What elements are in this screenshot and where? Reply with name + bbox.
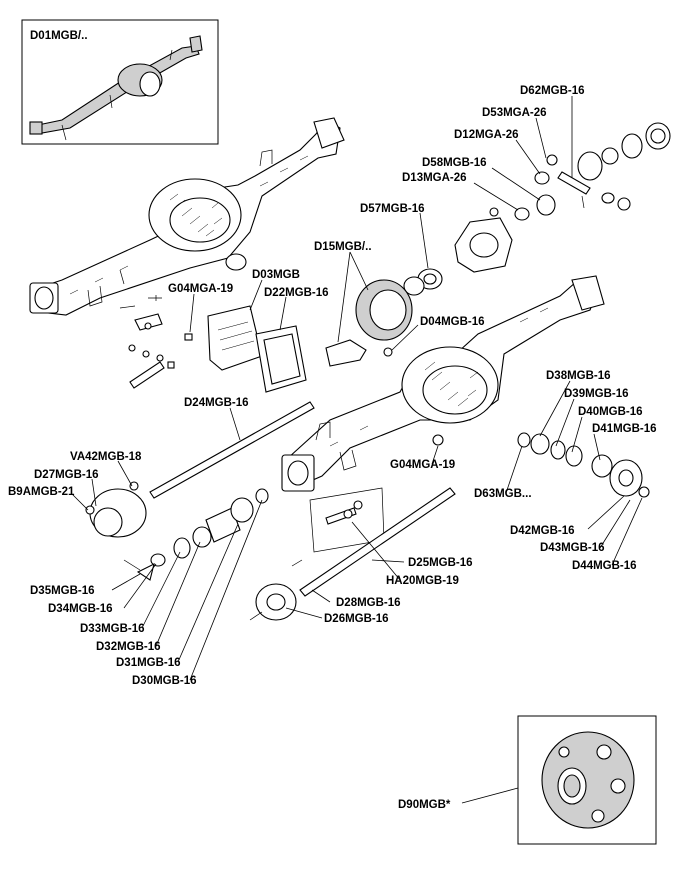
small-fixings xyxy=(119,295,175,389)
label-va42mgb-18: VA42MGB-18 xyxy=(70,451,142,463)
label-d33mgb-16: D33MGB-16 xyxy=(80,623,145,635)
differential-parts xyxy=(325,122,671,367)
leader-lines xyxy=(71,96,643,804)
label-d58mgb-16: D58MGB-16 xyxy=(422,157,487,169)
label-d43mgb-16: D43MGB-16 xyxy=(540,542,605,554)
half-shafts xyxy=(149,401,456,597)
label-d27mgb-16: D27MGB-16 xyxy=(34,469,99,481)
label-d53mga-26: D53MGA-26 xyxy=(482,107,547,119)
label-d39mgb-16: D39MGB-16 xyxy=(564,388,629,400)
label-d63mgb: D63MGB... xyxy=(474,488,532,500)
hub-left xyxy=(85,481,269,581)
inset-diff-unit xyxy=(517,715,657,845)
diff-shim xyxy=(403,276,425,296)
label-g04mga-19-bottom: G04MGA-19 xyxy=(390,459,455,471)
rear-cover-and-gasket xyxy=(184,305,307,393)
label-d41mgb-16: D41MGB-16 xyxy=(592,423,657,435)
label-d03mgb: D03MGB xyxy=(252,269,300,281)
stud-kit-box xyxy=(309,487,385,553)
label-d31mgb-16: D31MGB-16 xyxy=(116,657,181,669)
lower-axle-housing xyxy=(281,275,605,492)
label-d38mgb-16: D38MGB-16 xyxy=(546,370,611,382)
label-d12mga-26: D12MGA-26 xyxy=(454,129,519,141)
label-d24mgb-16: D24MGB-16 xyxy=(184,397,249,409)
label-ha20mgb-19: HA20MGB-19 xyxy=(386,575,459,587)
thrust-washer xyxy=(514,207,530,221)
label-g04mga-19-top: G04MGA-19 xyxy=(168,283,233,295)
rear-cover xyxy=(207,305,263,371)
cross-pin xyxy=(557,171,591,195)
label-d25mgb-16: D25MGB-16 xyxy=(408,557,473,569)
label-d62mgb-16: D62MGB-16 xyxy=(520,85,585,97)
label-d40mgb-16: D40MGB-16 xyxy=(578,406,643,418)
half-shaft-left xyxy=(149,401,315,499)
label-d44mgb-16: D44MGB-16 xyxy=(572,560,637,572)
label-d28mgb-16: D28MGB-16 xyxy=(336,597,401,609)
label-d35mgb-16: D35MGB-16 xyxy=(30,585,95,597)
upper-axle-housing xyxy=(29,117,345,316)
complete-axle-drawing xyxy=(29,35,203,141)
planet-gear xyxy=(536,194,556,216)
label-d04mgb-16: D04MGB-16 xyxy=(420,316,485,328)
label-d26mgb-16: D26MGB-16 xyxy=(324,613,389,625)
label-d32mgb-16: D32MGB-16 xyxy=(96,641,161,653)
label-b9amgb-21: B9AMGB-21 xyxy=(8,486,75,498)
inset-complete-axle: D01MGB/.. xyxy=(21,19,219,145)
hub-right xyxy=(249,432,650,621)
label-d13mga-26: D13MGA-26 xyxy=(402,172,467,184)
part-labels: D62MGB-16 D53MGA-26 D12MGA-26 D58MGB-16 … xyxy=(8,85,657,811)
label-d22mgb-16: D22MGB-16 xyxy=(264,287,329,299)
label-d57mgb-16: D57MGB-16 xyxy=(360,203,425,215)
label-d15mgb: D15MGB/.. xyxy=(314,241,372,253)
filler-plug xyxy=(184,333,193,341)
label-d90mgb: D90MGB* xyxy=(398,799,451,811)
label-d30mgb-16: D30MGB-16 xyxy=(132,675,197,687)
sun-gear xyxy=(577,151,603,181)
label-d34mgb-16: D34MGB-16 xyxy=(48,603,113,615)
pinion xyxy=(325,339,367,367)
half-shaft-right xyxy=(299,487,456,597)
inset-label-top: D01MGB/.. xyxy=(30,30,88,42)
label-d42mgb-16: D42MGB-16 xyxy=(510,525,575,537)
